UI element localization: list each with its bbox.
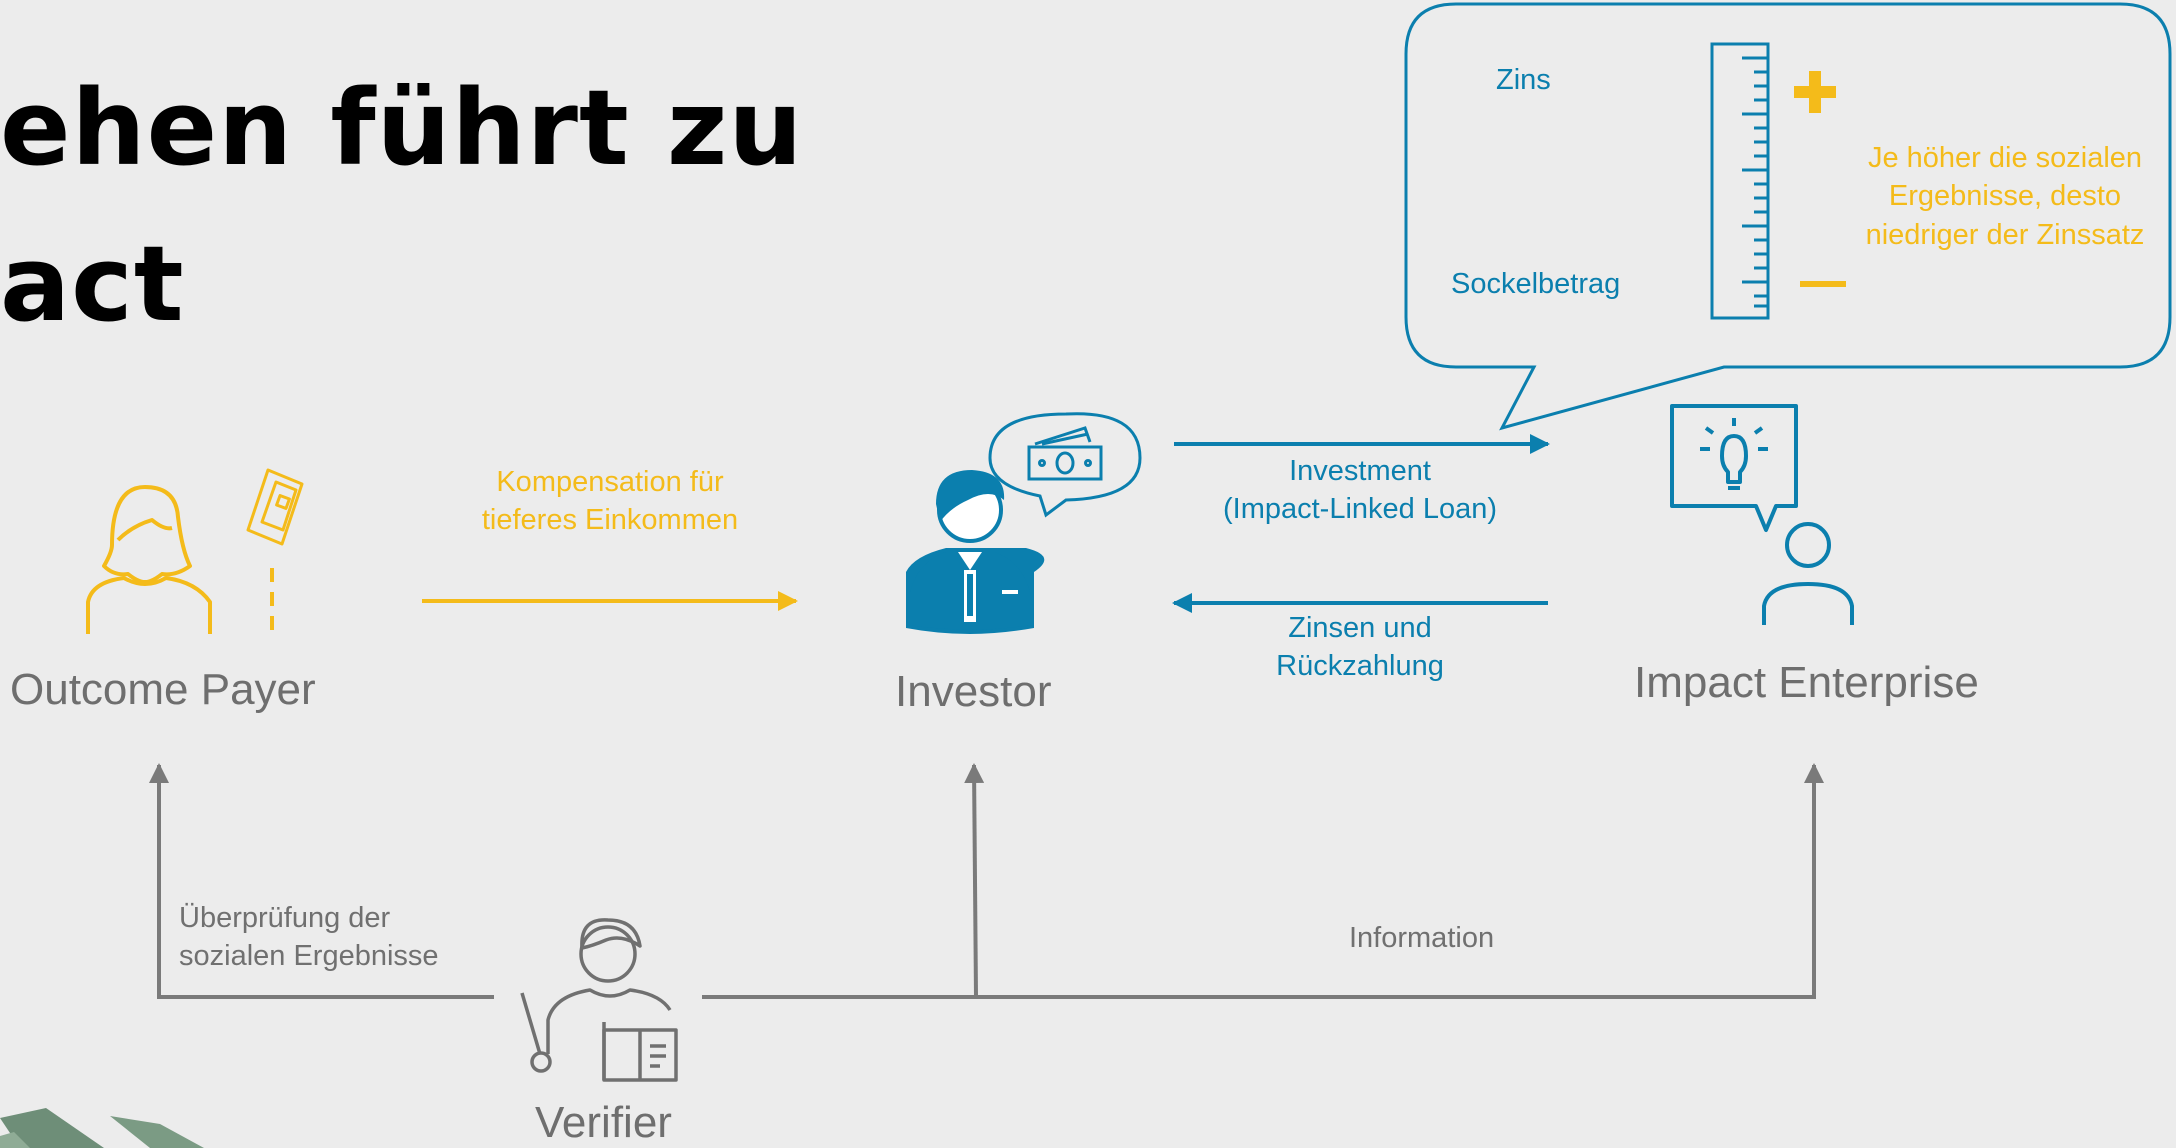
investment-label-line-1: Investment [1289,455,1431,487]
repayment-label-line-1: Zinsen und [1288,612,1432,644]
callout-bubble [1404,2,2172,431]
investor-label: Investor [895,667,1052,716]
verifier-person-icon [520,918,678,1082]
sockelbetrag-label: Sockelbetrag [1451,268,1621,300]
compensation-label-line-1: Kompensation für [496,466,724,498]
verification-label-line-1: Überprüfung der [179,902,391,934]
verification-lines [149,763,1824,999]
compensation-label: Kompensation für tieferes Einkommen [470,463,750,540]
impact-enterprise-icon [1670,404,1854,625]
title-line-2: act [0,223,185,345]
investment-label-line-2: (Impact-Linked Loan) [1222,493,1498,526]
information-label: Information [1349,922,1495,954]
zins-label: Zins [1496,64,1551,96]
title-line-1: ehen führt zu [0,67,804,189]
money-bills-icon [246,468,304,546]
verifier-label: Verifier [535,1098,672,1147]
leaf-decoration [0,1108,204,1148]
minus-icon [1800,281,1846,287]
impact-enterprise-label: Impact Enterprise [1634,658,1979,707]
investment-label: Investment (Impact-Linked Loan) [1200,452,1520,529]
outcome-payer-person-icon [86,485,212,634]
interest-note-line-1: Je höher die sozialen [1867,142,2143,174]
repayment-label-line-2: Rückzahlung [1276,650,1444,683]
investor-person-icon [906,470,1045,634]
verification-label: Überprüfung der sozialen Ergebnisse [179,899,439,976]
compensation-label-line-2: tieferes Einkommen [481,504,739,537]
verification-label-line-2: sozialen Ergebnisse [179,940,439,973]
money-thought-bubble-icon [988,412,1142,518]
interest-note: Je höher die sozialen Ergebnisse, desto … [1850,139,2160,254]
repayment-label: Zinsen und Rückzahlung [1200,609,1520,686]
interest-note-line-2: Ergebnisse, desto [1888,180,2122,213]
plus-icon [1794,71,1836,113]
outcome-payer-label: Outcome Payer [10,665,316,714]
interest-note-line-3: niedriger der Zinssatz [1865,218,2145,251]
ruler-scale-icon [1710,42,1770,320]
